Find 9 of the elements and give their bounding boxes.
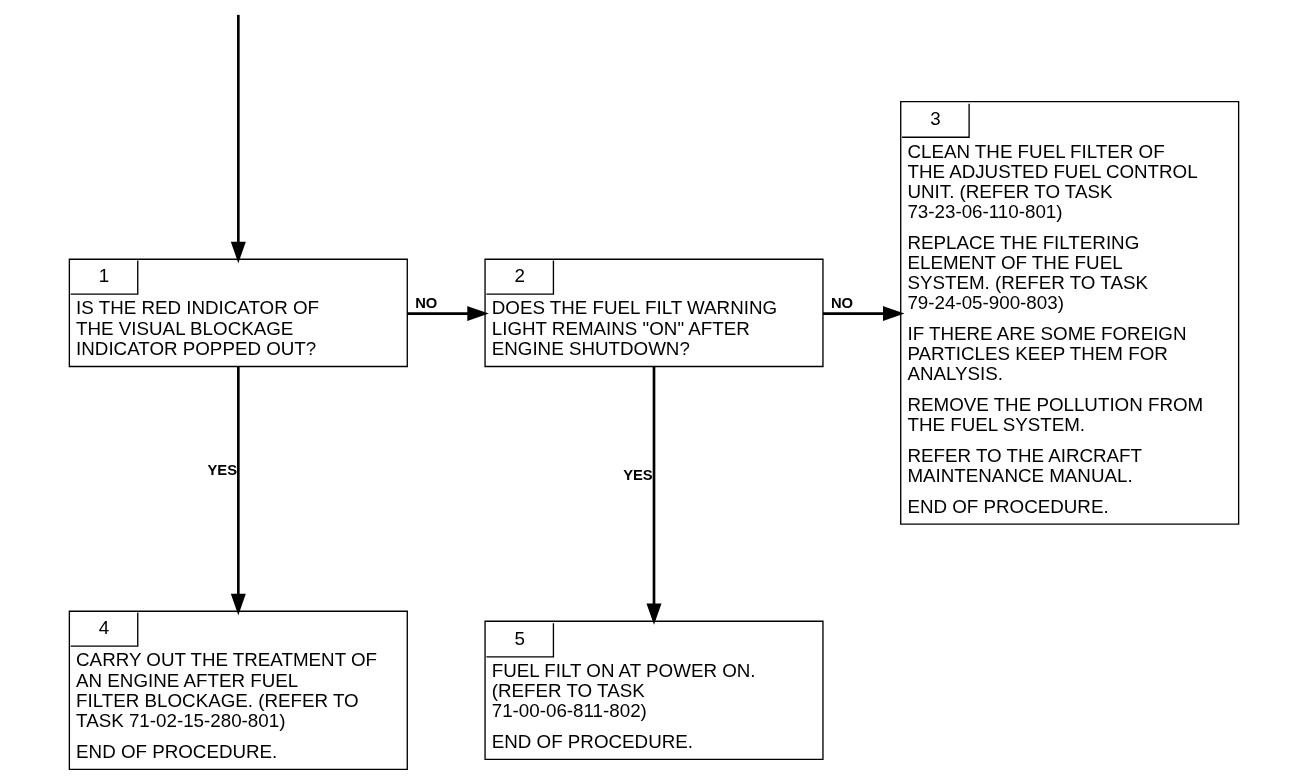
arrow [230, 366, 246, 616]
edge-label: NO [415, 294, 438, 311]
arrow [646, 366, 662, 625]
edge-label: YES [207, 462, 237, 479]
edge-label: NO [830, 294, 854, 311]
edge-label: YES [623, 467, 653, 483]
arrow [407, 306, 489, 322]
arrow [823, 306, 905, 322]
arrow [230, 14, 246, 264]
